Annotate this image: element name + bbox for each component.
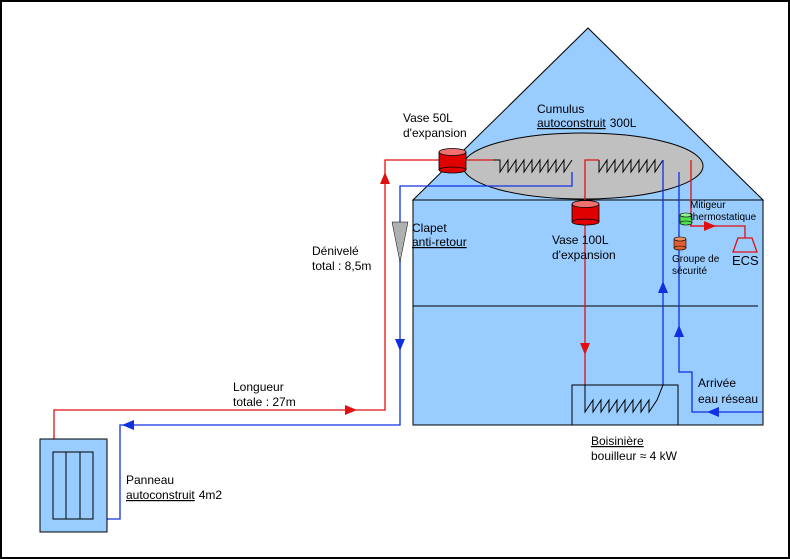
expansion-vessel-50l — [438, 148, 467, 174]
cumulus-tank — [462, 132, 704, 200]
vessel-body — [439, 152, 466, 170]
ecs-label: ECS — [732, 253, 759, 268]
hot-pipes — [53, 159, 746, 452]
mitigeur-label-1: Mitigeur — [690, 200, 726, 211]
tank-body — [462, 132, 704, 200]
arrow-down-hot-stove — [580, 343, 590, 355]
panneau-label-2: autoconstruit 4m2 — [126, 488, 222, 502]
panneau-label-2a: autoconstruit — [126, 488, 195, 502]
solar-coil — [493, 158, 573, 174]
arrow-left-cold — [122, 420, 134, 430]
panneau-label-2b: 4m2 — [199, 488, 223, 502]
mixer-top — [679, 212, 693, 218]
safety-group — [673, 236, 687, 251]
arrow-up-hot — [380, 172, 390, 184]
groupe-label-2: sécurité — [672, 266, 707, 277]
vessel-top — [571, 200, 600, 208]
vessel-bottom — [438, 166, 467, 174]
longueur-label-1: Longueur — [233, 380, 284, 394]
arrow-left-mains — [707, 407, 719, 417]
hot-supply-line — [53, 159, 440, 452]
arrow-up-cold-stove — [658, 281, 668, 293]
mixer-body — [680, 215, 692, 223]
house-body — [412, 199, 764, 426]
vase100-label-1: Vase 100L — [552, 233, 609, 247]
vase50-label-1: Vase 50L — [403, 111, 453, 125]
boisiniere-label-1: Boisinière — [591, 434, 644, 448]
safety-bottom — [673, 245, 687, 251]
wood-stove-boiler — [571, 384, 679, 426]
cumulus-label-1: Cumulus — [537, 102, 584, 116]
thermostatic-mixer — [679, 212, 693, 226]
stove-box — [571, 384, 679, 426]
arrivee-label-1: Arrivée — [698, 376, 736, 390]
labels: Cumulus autoconstruit 300L Vase 50L d'exp… — [126, 102, 759, 502]
clapet-label-2: anti-retour — [412, 235, 467, 249]
stove-heat-coil — [584, 384, 664, 414]
vase50-label-2: d'expansion — [403, 126, 467, 140]
stove-coil — [598, 158, 664, 174]
arrow-down-cold — [395, 339, 405, 351]
vessel-bottom — [571, 218, 600, 226]
arrow-up-mains — [674, 325, 684, 337]
ecs-outlet-icon — [732, 237, 758, 253]
vase100-label-2: d'expansion — [552, 248, 616, 262]
expansion-vessel-100l — [571, 200, 600, 226]
vessel-body — [572, 204, 599, 222]
arrivee-label-2: eau réseau — [698, 392, 758, 406]
solar-panel — [39, 438, 108, 533]
vase100-to-coil — [584, 159, 599, 200]
cumulus-label-2: autoconstruit 300L — [537, 116, 637, 130]
vessel-top — [438, 148, 467, 156]
safety-top — [673, 236, 687, 242]
arrow-right-mixer — [704, 221, 716, 231]
boisiniere-label-2: bouilleur ≈ 4 kW — [591, 449, 678, 463]
denivele-label-1: Dénivelé — [312, 244, 359, 258]
cold-return-line — [94, 172, 573, 520]
cumulus-label-2b: 300L — [610, 116, 637, 130]
mitigeur-label-2: thermostatique — [690, 212, 757, 223]
cumulus-label-2a: autoconstruit — [537, 116, 606, 130]
groupe-label-1: Groupe de — [672, 254, 720, 265]
clapet-label-1: Clapet — [412, 221, 447, 235]
panneau-label-1: Panneau — [126, 473, 174, 487]
safety-body — [674, 239, 686, 248]
arrow-right-hot — [345, 405, 357, 415]
panel-collector — [52, 451, 94, 520]
longueur-label-2: totale : 27m — [233, 395, 296, 409]
check-valve-icon — [391, 221, 409, 263]
flow-arrows — [122, 172, 719, 430]
denivele-label-2: total : 8,5m — [312, 259, 371, 273]
